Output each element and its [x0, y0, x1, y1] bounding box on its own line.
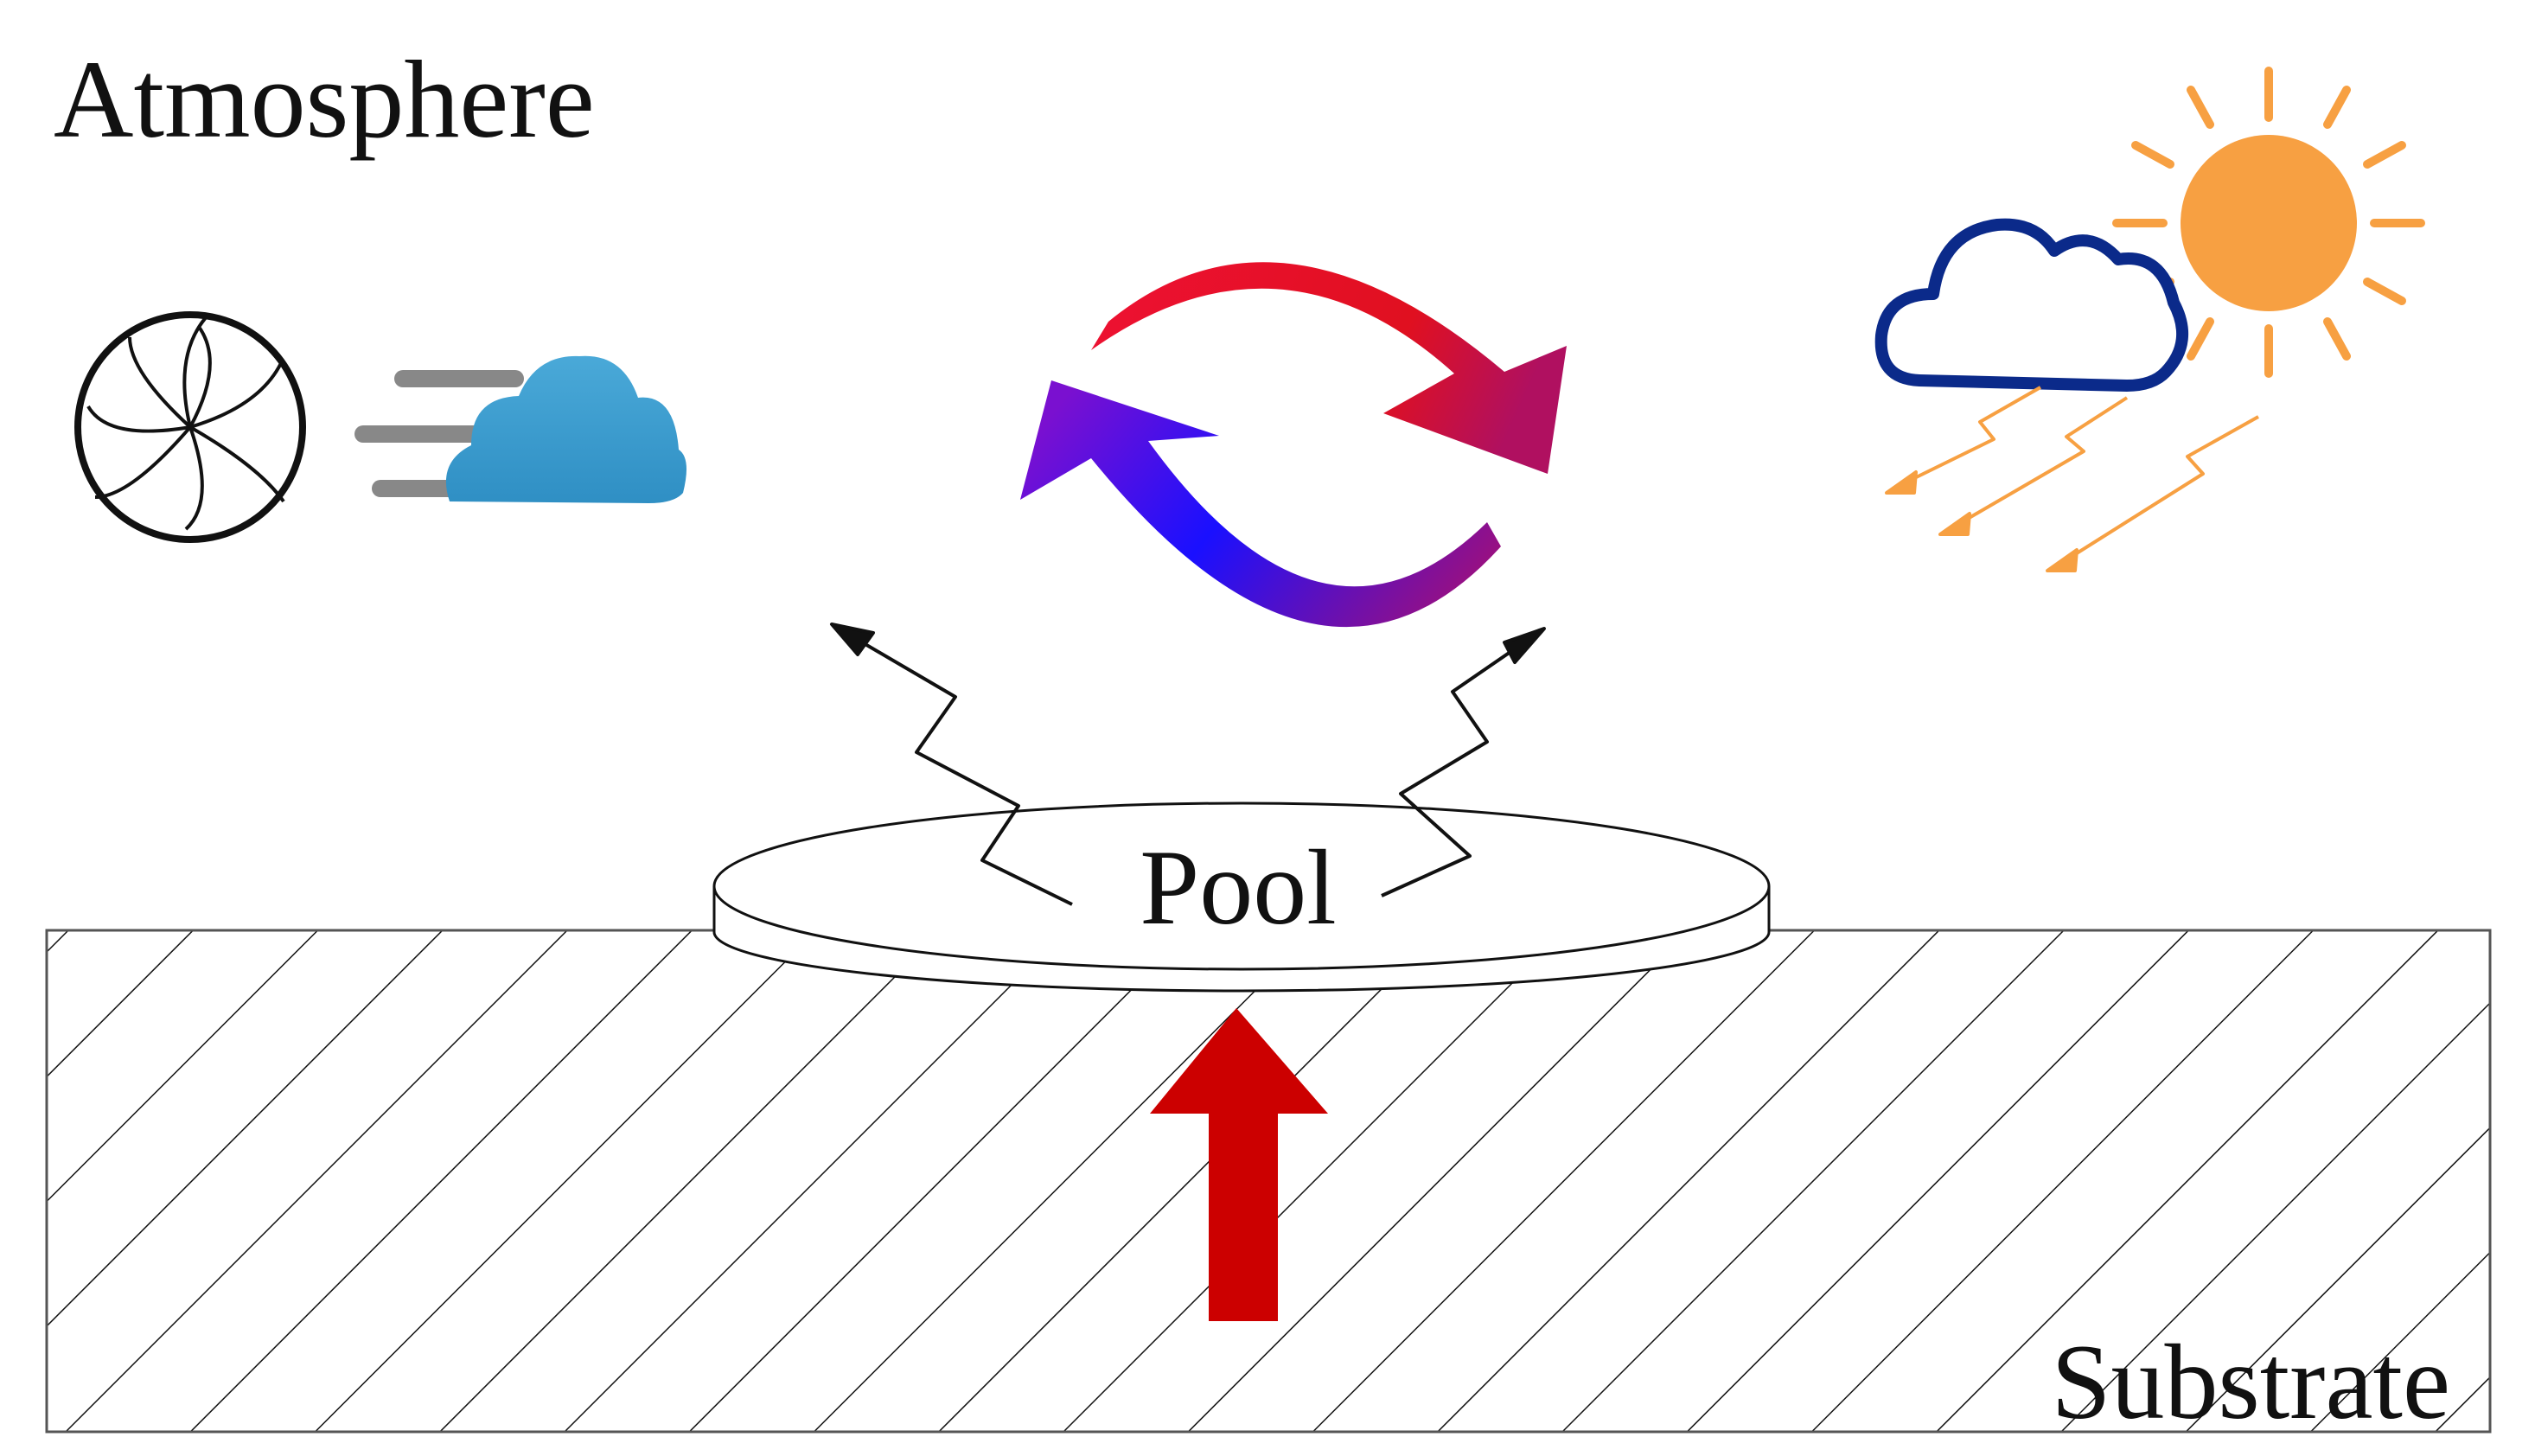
sun-icon: [2112, 67, 2425, 378]
upward-heat-arrow-icon: [1150, 1008, 1328, 1321]
pool-label: Pool: [1140, 828, 1336, 947]
substrate-label: Substrate: [2052, 1323, 2451, 1441]
circular-arrows-icon: [1020, 262, 1567, 628]
cloud-icon: [1874, 218, 2189, 392]
wavy-emission-arrows-icon: [830, 623, 1546, 906]
solar-radiation-arrows-icon: [1885, 386, 2259, 572]
pool-disc: [712, 801, 1771, 993]
wind-icon: [354, 355, 686, 503]
atmosphere-label: Atmosphere: [54, 38, 595, 161]
fan-icon: [74, 311, 306, 543]
